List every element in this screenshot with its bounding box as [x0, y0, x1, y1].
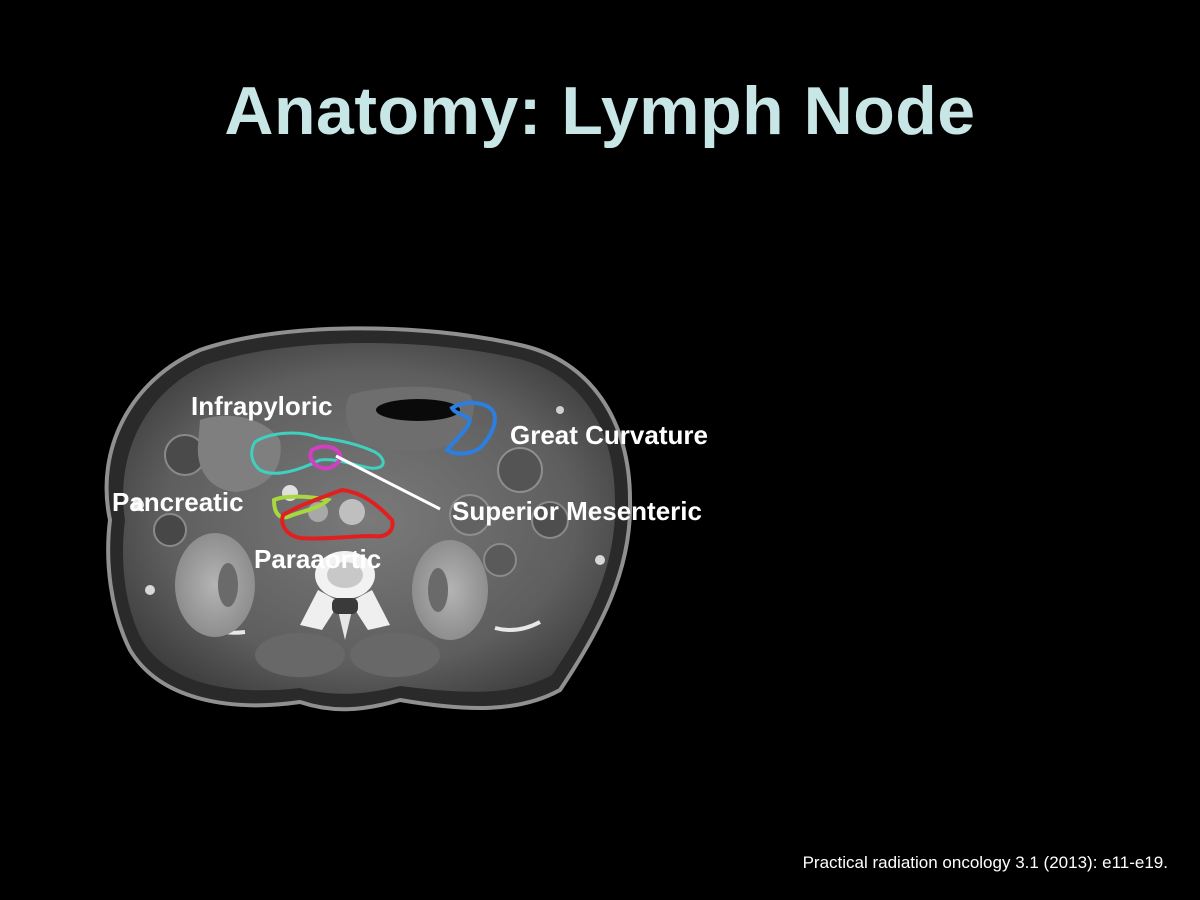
- pancreatic-contour: [271, 494, 332, 520]
- ct-scan-image: [104, 326, 633, 712]
- label-pancreatic: Pancreatic: [112, 487, 244, 517]
- vertebra-icon: [300, 551, 390, 640]
- slide-title: Anatomy: Lymph Node: [224, 73, 976, 149]
- superior-mesenteric-contour: [308, 444, 343, 471]
- label-infrapyloric: Infrapyloric: [191, 391, 333, 421]
- superior-mesenteric-leader-line: [335, 454, 441, 511]
- great-curvature-contour: [444, 401, 497, 456]
- infrapyloric-contour: [250, 431, 385, 475]
- paraaortic-contour: [280, 487, 395, 541]
- label-superior-mesenteric: Superior Mesenteric: [452, 496, 702, 526]
- label-great-curvature: Great Curvature: [510, 420, 708, 450]
- citation: Practical radiation oncology 3.1 (2013):…: [802, 853, 1168, 872]
- label-paraaortic: Paraaortic: [254, 544, 382, 574]
